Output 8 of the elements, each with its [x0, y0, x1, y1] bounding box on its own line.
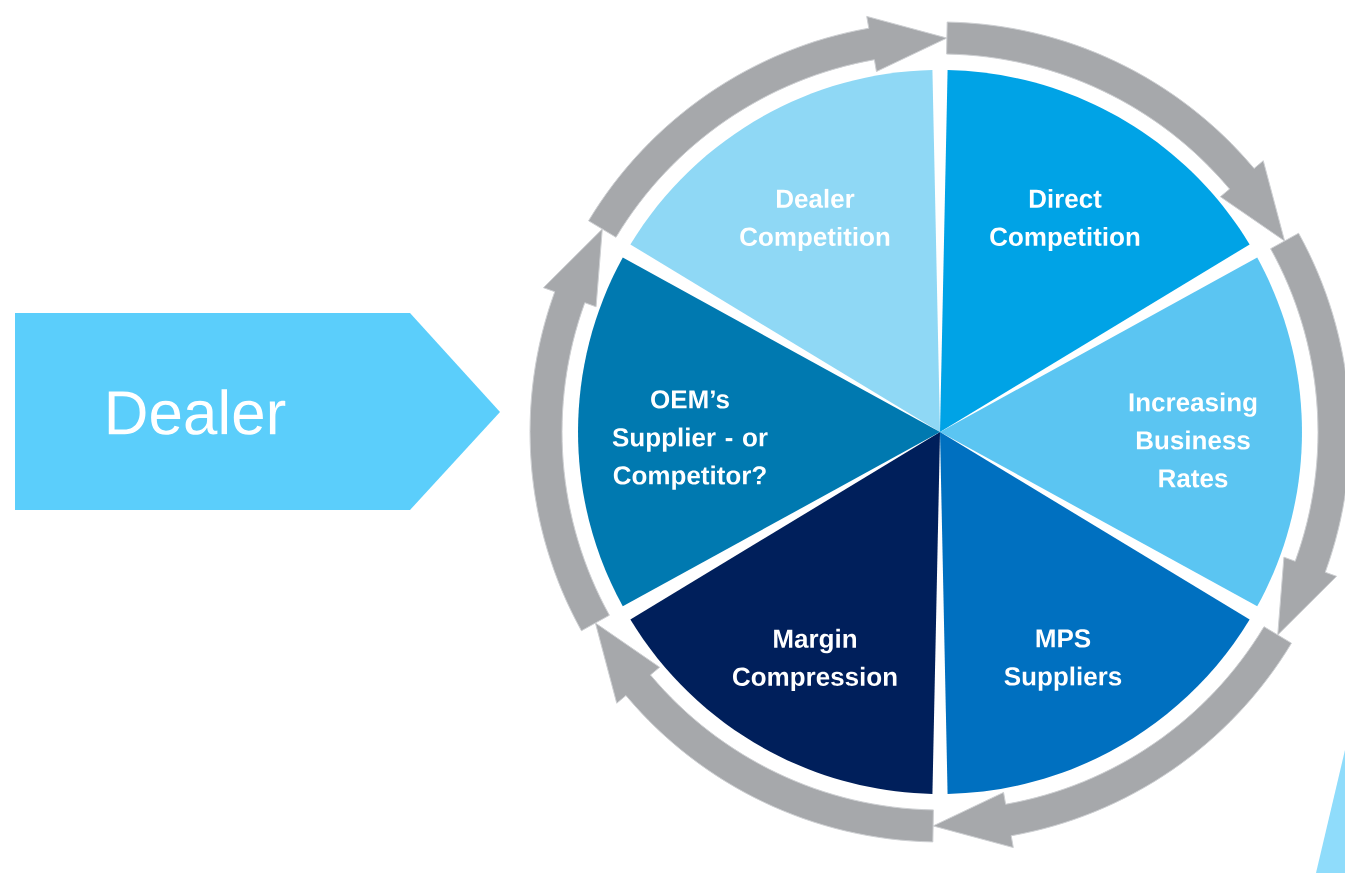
- curved-arrow: [1270, 232, 1345, 636]
- pie-segment: OEM’s Supplier - or Competitor?: [578, 257, 940, 607]
- pie-segment: Increasing Business Rates: [940, 257, 1302, 607]
- curved-arrow: [946, 21, 1286, 242]
- curved-arrow: [932, 626, 1292, 849]
- curved-arrow: [594, 622, 934, 843]
- curved-arrow: [588, 15, 948, 238]
- curved-arrow: [529, 228, 610, 632]
